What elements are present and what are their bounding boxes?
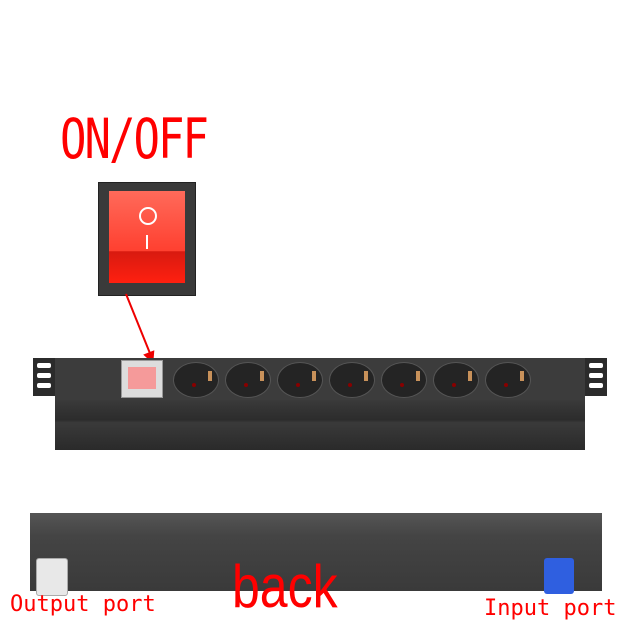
off-symbol-icon	[139, 207, 157, 225]
mount-ear-left	[33, 358, 55, 396]
socket	[225, 362, 271, 398]
socket	[329, 362, 375, 398]
pdu-front-face	[55, 358, 585, 400]
pdu-back-view	[20, 513, 620, 596]
socket	[485, 362, 531, 398]
socket	[173, 362, 219, 398]
power-switch	[121, 360, 163, 398]
output-port-label: Output port	[10, 592, 156, 617]
back-label: back	[232, 553, 338, 621]
pdu-back-panel	[30, 513, 602, 591]
output-port-connector	[36, 558, 68, 596]
on-symbol-icon	[146, 235, 148, 249]
input-port-label: Input port	[484, 596, 617, 621]
rocker-switch-red	[109, 191, 185, 283]
on-off-label: ON/OFF	[60, 108, 209, 172]
input-port-connector	[544, 558, 574, 594]
socket	[277, 362, 323, 398]
socket	[433, 362, 479, 398]
pdu-housing	[55, 400, 585, 450]
rocker-switch-closeup	[98, 182, 196, 296]
socket	[381, 362, 427, 398]
pointer-arrow	[125, 293, 154, 360]
pdu-front-view	[33, 358, 607, 450]
mount-ear-right	[585, 358, 607, 396]
